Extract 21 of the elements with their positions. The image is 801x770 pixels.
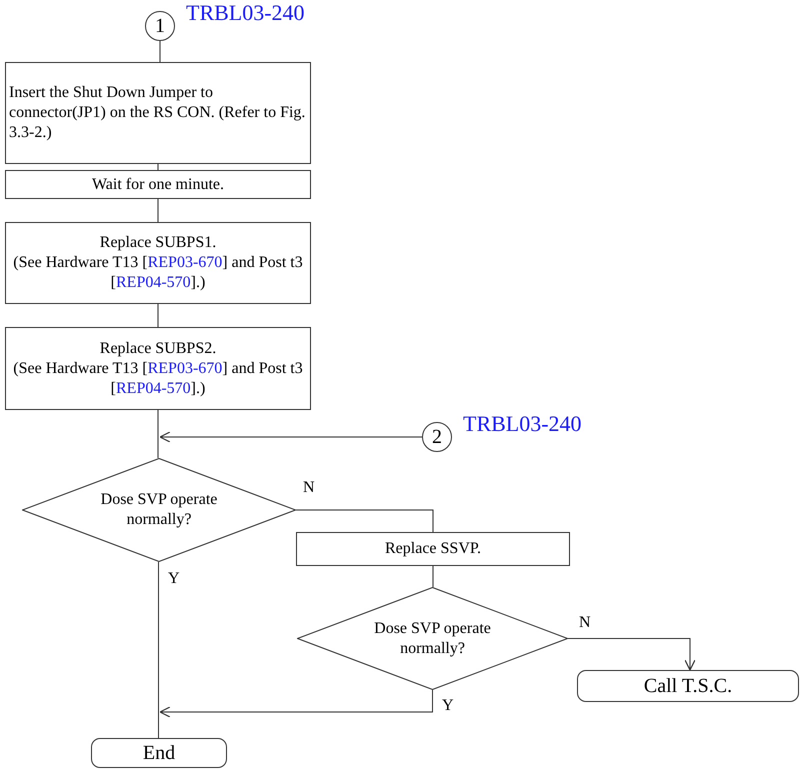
process-box: Replace SUBPS1. (See Hardware T13 [REP03-670] and Post t3 [REP04-570].) <box>5 222 311 304</box>
connector-line <box>296 510 434 532</box>
arrow <box>568 638 696 671</box>
reference-link: REP03-670 <box>148 254 222 271</box>
reference-link: REP04-570 <box>116 274 191 291</box>
terminal-box: Call T.S.C. <box>577 670 799 702</box>
reference-link: REP03-670 <box>148 360 222 376</box>
decision-text: Dose SVP operate normally? <box>373 618 492 658</box>
decision-text: Dose SVP operate normally? <box>100 490 218 530</box>
page-reference-link: TRBL03-240 <box>186 3 305 23</box>
terminal-box: End <box>91 738 227 768</box>
process-box: Wait for one minute. <box>5 170 311 199</box>
process-box: Replace SUBPS2. (See Hardware T13 [REP03-670] and Post t3 [REP04-570].) <box>5 327 311 410</box>
page-reference-link: TRBL03-240 <box>463 414 582 434</box>
reference-link: REP04-570 <box>116 380 191 396</box>
process-box: Replace SSVP. <box>296 532 570 566</box>
process-box: Insert the Shut Down Jumper to connector(JP1) on the RS CON. (Refer to Fig. 3.3-2.) <box>5 62 311 164</box>
arrow <box>159 431 422 443</box>
arrow <box>159 690 433 718</box>
connector-line <box>432 566 434 588</box>
connector-line <box>158 562 159 738</box>
